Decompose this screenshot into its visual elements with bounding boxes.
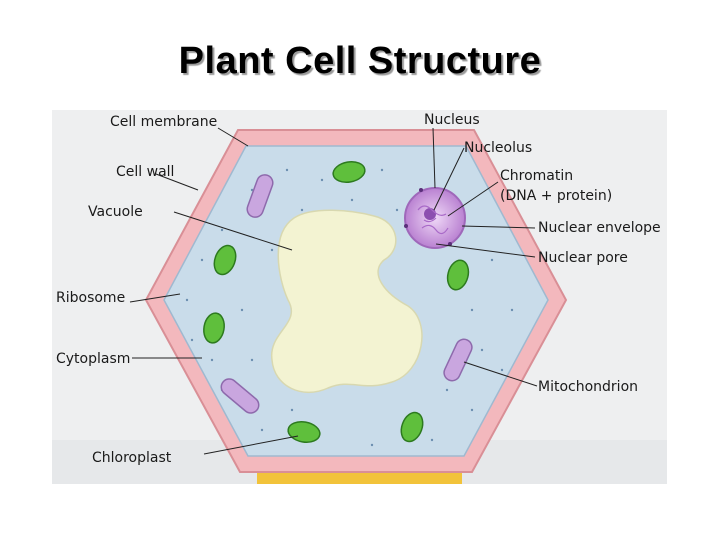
chromatin: [417, 205, 449, 235]
vacuole: [271, 209, 423, 393]
label-chromatin: Chromatin: [500, 168, 573, 184]
label-cell-wall: Cell wall: [116, 164, 174, 180]
nuclear-pore-dot: [419, 188, 423, 192]
label-chromatin-detail: (DNA + protein): [500, 188, 612, 204]
label-nuclear-pore: Nuclear pore: [538, 250, 628, 266]
nuclear-pore-dot: [404, 224, 408, 228]
label-nuclear-envelope: Nuclear envelope: [538, 220, 661, 236]
label-cell-membrane: Cell membrane: [110, 114, 217, 130]
leader-lines: [129, 127, 538, 455]
nucleus: [404, 187, 466, 249]
plant-cell-diagram: Cell membrane Cell wall Vacuole Ribosome…: [52, 112, 667, 484]
label-mitochondrion: Mitochondrion: [538, 379, 638, 395]
label-nucleolus: Nucleolus: [464, 140, 532, 156]
label-cytoplasm: Cytoplasm: [56, 351, 130, 367]
label-nucleus: Nucleus: [424, 112, 480, 128]
plant-cell-figure: Cell membrane Cell wall Vacuole Ribosome…: [52, 110, 667, 484]
label-chloroplast: Chloroplast: [92, 450, 172, 466]
slide-title: Plant Cell Structure: [178, 40, 542, 82]
mitochondria: [220, 174, 473, 414]
label-ribosome: Ribosome: [56, 290, 125, 306]
label-vacuole: Vacuole: [88, 204, 143, 220]
nuclear-pore-dot: [448, 242, 452, 246]
base-plate: [257, 470, 462, 484]
chloroplasts: [203, 161, 470, 443]
